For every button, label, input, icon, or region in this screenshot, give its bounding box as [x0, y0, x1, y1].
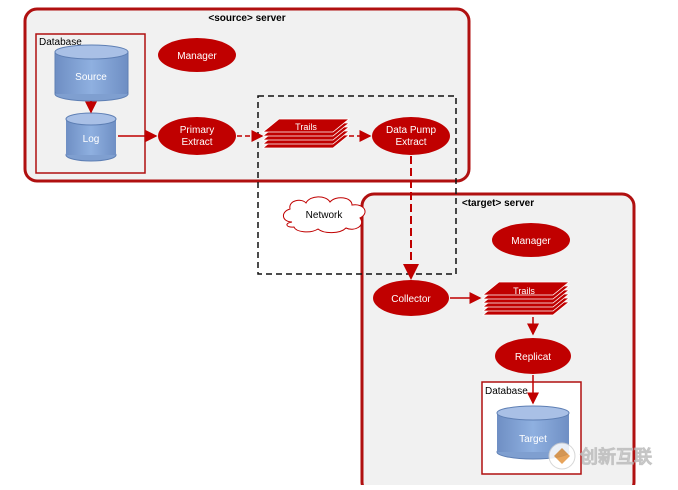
manager-target-node: Manager — [492, 223, 570, 257]
replicat-node: Replicat — [495, 338, 571, 374]
primary-extract-label-1: Primary — [180, 125, 214, 136]
data-pump-extract-node: Data Pump Extract — [372, 117, 450, 155]
network-cloud: Network — [283, 196, 366, 234]
collector-label: Collector — [391, 294, 431, 305]
target-database-label: Database — [485, 386, 528, 397]
source-cylinder-label: Source — [75, 72, 107, 83]
replicat-label: Replicat — [515, 352, 551, 363]
collector-node: Collector — [373, 280, 449, 316]
trails-target-stack: Trails — [481, 281, 571, 316]
network-label: Network — [306, 210, 344, 221]
log-cylinder: Log — [65, 112, 117, 162]
manager-source-label: Manager — [177, 51, 217, 62]
log-cylinder-label: Log — [83, 134, 100, 145]
manager-source-node: Manager — [158, 38, 236, 72]
source-database-label: Database — [39, 37, 82, 48]
primary-extract-node: Primary Extract — [158, 117, 236, 155]
data-pump-label-1: Data Pump — [386, 125, 436, 136]
watermark: 创新互联 — [548, 442, 652, 470]
primary-extract-label-2: Extract — [181, 137, 212, 148]
data-pump-label-2: Extract — [395, 137, 426, 148]
trails-source-label: Trails — [295, 122, 317, 132]
watermark-text: 创新互联 — [579, 446, 652, 467]
network-boundary-box — [257, 95, 457, 275]
manager-target-label: Manager — [511, 236, 551, 247]
target-server-title: <target> server — [462, 198, 534, 209]
target-cylinder-label: Target — [519, 434, 547, 445]
trails-source-stack: Trails — [261, 118, 351, 149]
source-server-title: <source> server — [208, 13, 285, 24]
trails-target-label: Trails — [513, 286, 535, 296]
source-cylinder: Source — [54, 44, 129, 102]
